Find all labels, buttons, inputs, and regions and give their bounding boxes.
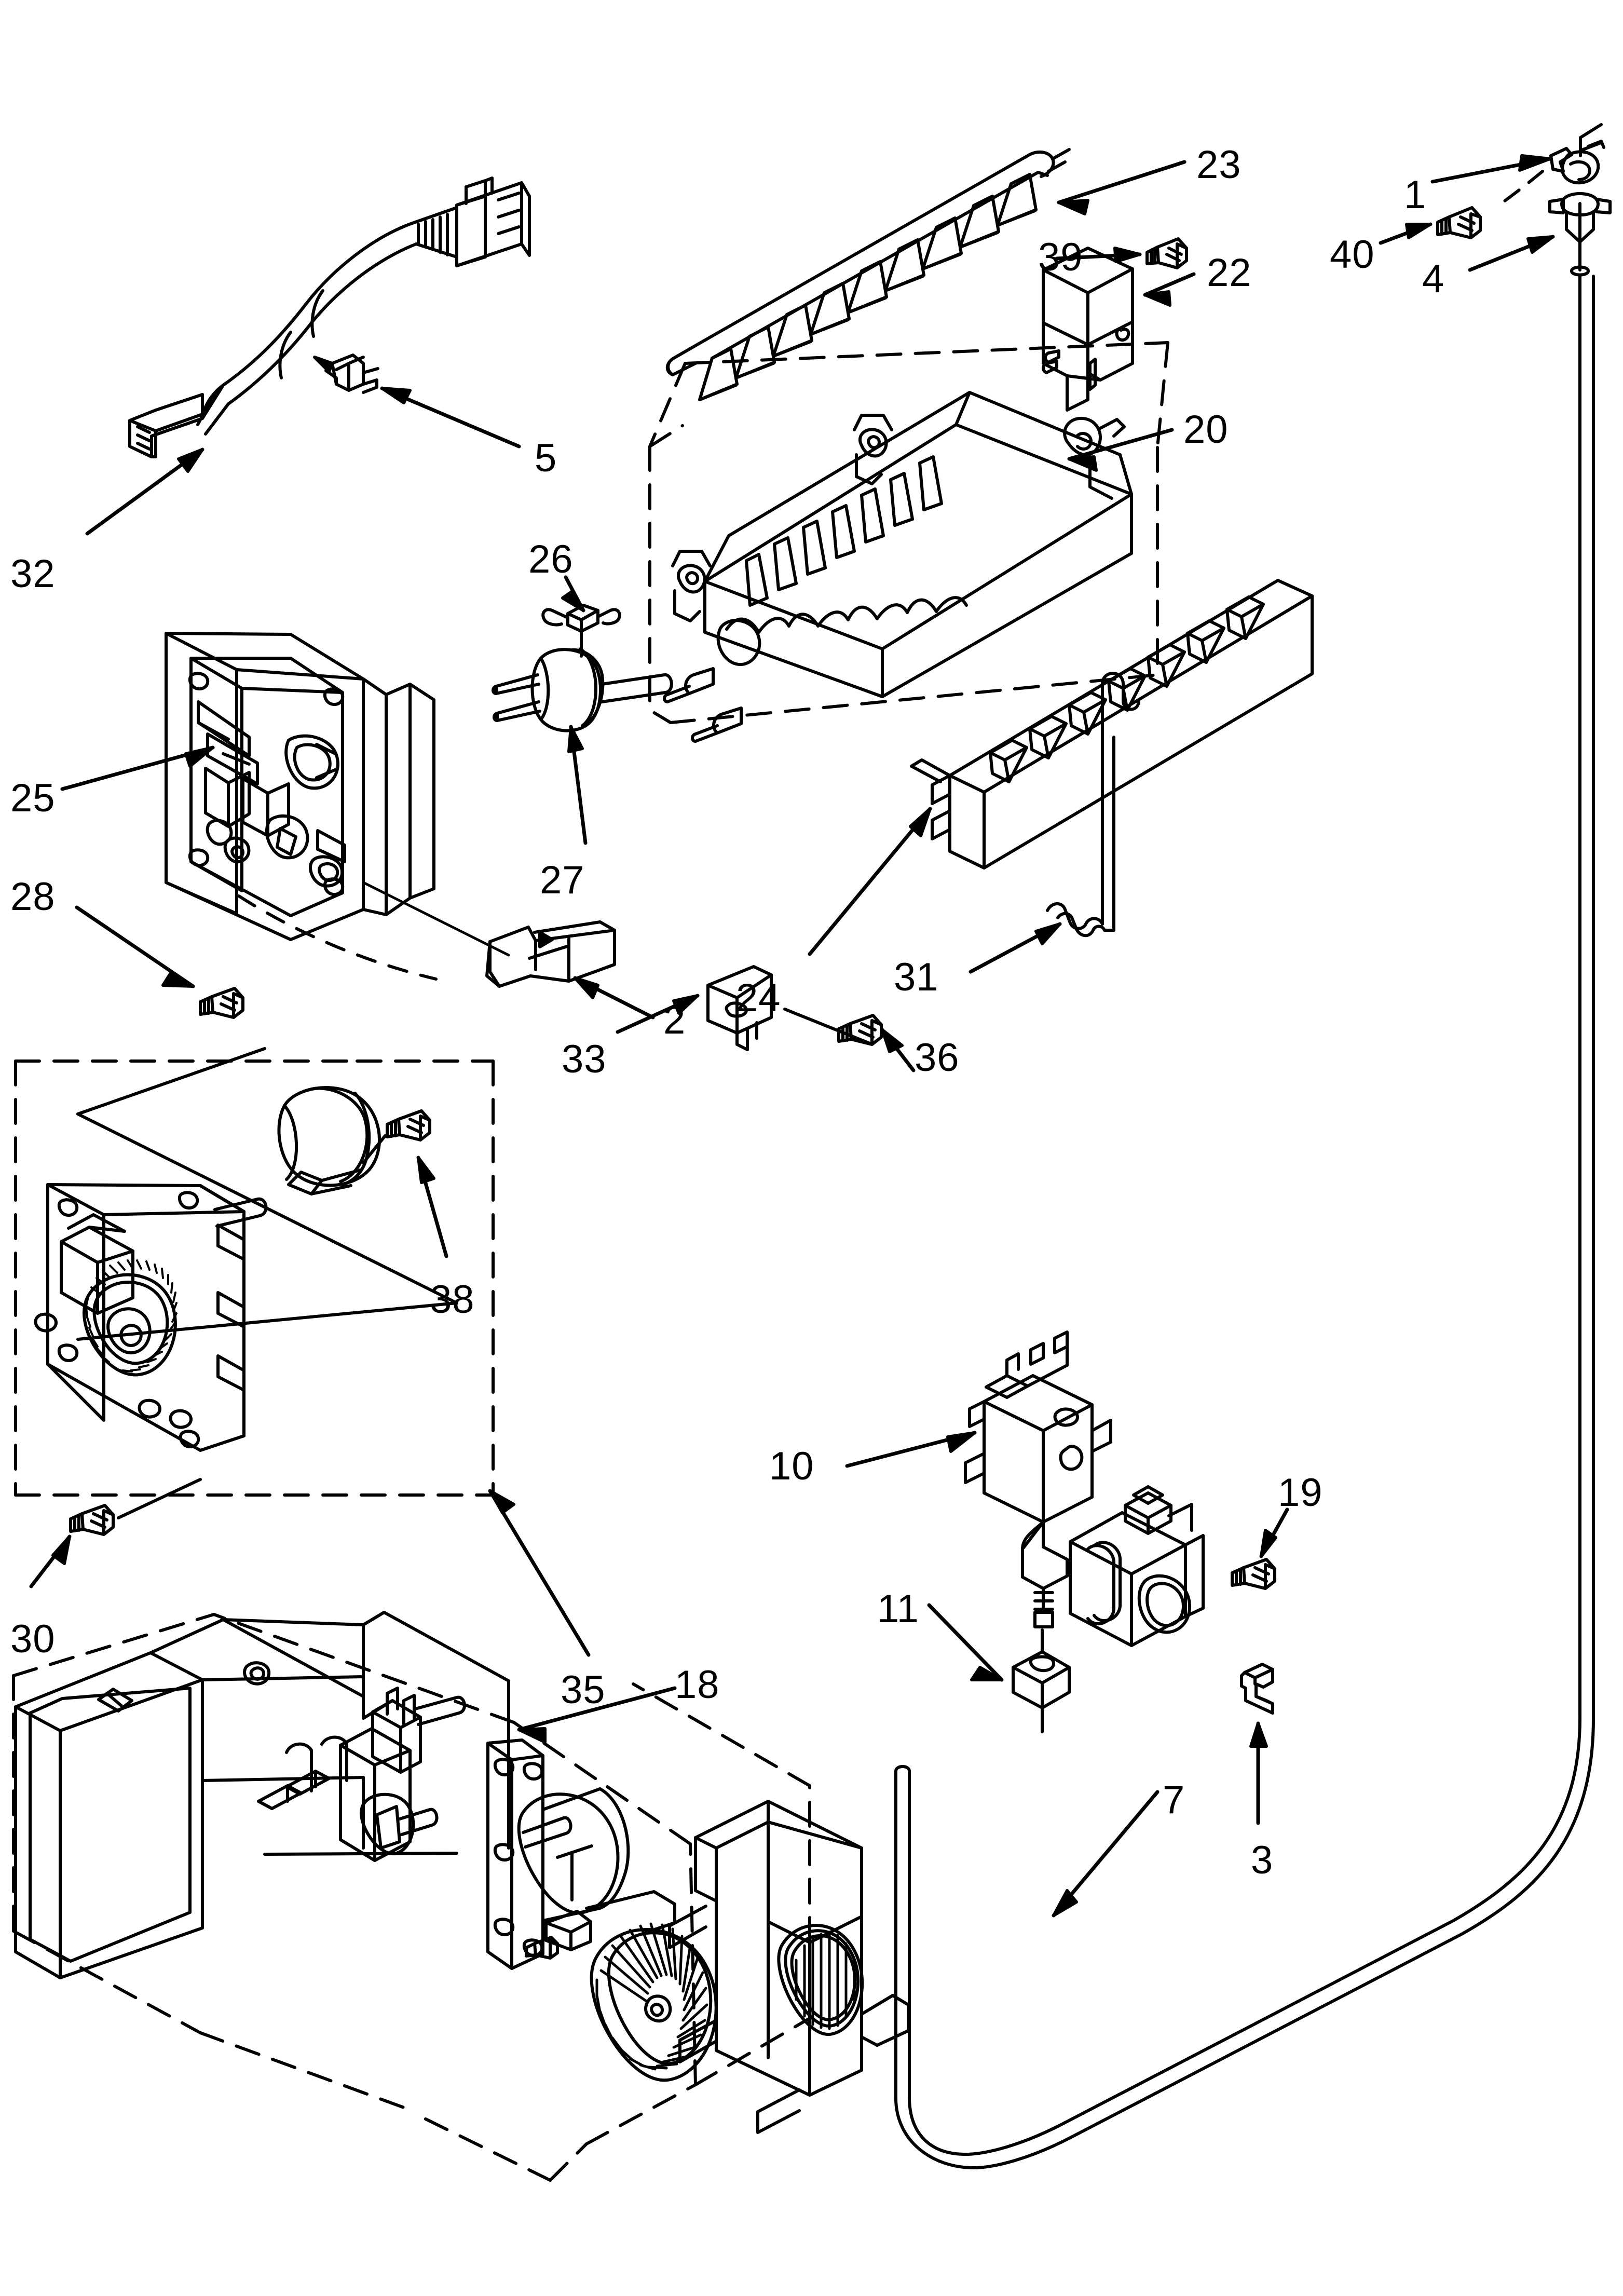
callout-22: 22 xyxy=(1207,251,1252,295)
water-inlet-valve-part-10 xyxy=(845,1330,1205,1647)
icemaker-control-module-part-25 xyxy=(60,632,510,981)
tube-retainer-clip-part-3 xyxy=(1240,1663,1274,1825)
callout-33: 33 xyxy=(562,1037,607,1081)
ice-mold-tray-part-20 xyxy=(648,341,1174,743)
callout-32: 32 xyxy=(10,552,56,596)
callout-36: 36 xyxy=(915,1036,960,1080)
callout-38: 38 xyxy=(430,1278,475,1322)
callout-39: 39 xyxy=(1038,235,1083,279)
callout-40: 40 xyxy=(1330,233,1375,277)
callout-20: 20 xyxy=(1183,407,1229,452)
callout-27: 27 xyxy=(540,858,585,902)
callout-23: 23 xyxy=(1196,143,1242,187)
ice-stripper-part-24 xyxy=(808,579,1314,956)
callout-11: 11 xyxy=(877,1587,919,1631)
callout-10: 10 xyxy=(769,1444,814,1488)
callout-19: 19 xyxy=(1278,1471,1323,1515)
water-fill-tube-part-7 xyxy=(894,275,1595,2169)
callout-5: 5 xyxy=(535,436,557,480)
callout-30: 30 xyxy=(10,1617,56,1661)
wire-harness-part-32 xyxy=(85,176,531,536)
valve-mounting-screw-part-19 xyxy=(1231,1507,1289,1590)
callout-28: 28 xyxy=(10,875,56,919)
ejector-arm-shield-part-2 xyxy=(485,920,655,1020)
evaporator-fan-assembly-part-18 xyxy=(12,1611,910,2182)
callout-18: 18 xyxy=(675,1663,720,1707)
callout-7: 7 xyxy=(1163,1778,1185,1822)
mold-end-cap-part-33 xyxy=(616,965,773,1051)
callout-1: 1 xyxy=(1404,173,1427,217)
callout-4: 4 xyxy=(1422,257,1445,301)
callout-26: 26 xyxy=(528,537,574,581)
callout-24: 24 xyxy=(736,976,781,1020)
gearcase-assembly-part-35 xyxy=(14,1047,591,1657)
harness-clip-part-5 xyxy=(313,354,521,449)
water-fill-cup-part-22 xyxy=(1042,247,1196,412)
water-line-fittings-group xyxy=(1379,123,1612,277)
callout-3: 3 xyxy=(1251,1838,1274,1882)
callout-35: 35 xyxy=(561,1668,606,1712)
callout-25: 25 xyxy=(10,776,56,820)
shutoff-bail-arm-part-31 xyxy=(969,672,1140,974)
ice-ejector-blade-assembly-part-23 xyxy=(665,148,1186,401)
callout-31: 31 xyxy=(894,955,939,999)
end-cap-screw-part-36 xyxy=(783,1008,916,1072)
callout-2: 2 xyxy=(663,998,686,1042)
icemaker-drive-motor-part-27 xyxy=(492,575,673,845)
module-mounting-screw-part-28 xyxy=(75,905,244,1019)
compression-nut-part-11 xyxy=(927,1603,1071,1733)
